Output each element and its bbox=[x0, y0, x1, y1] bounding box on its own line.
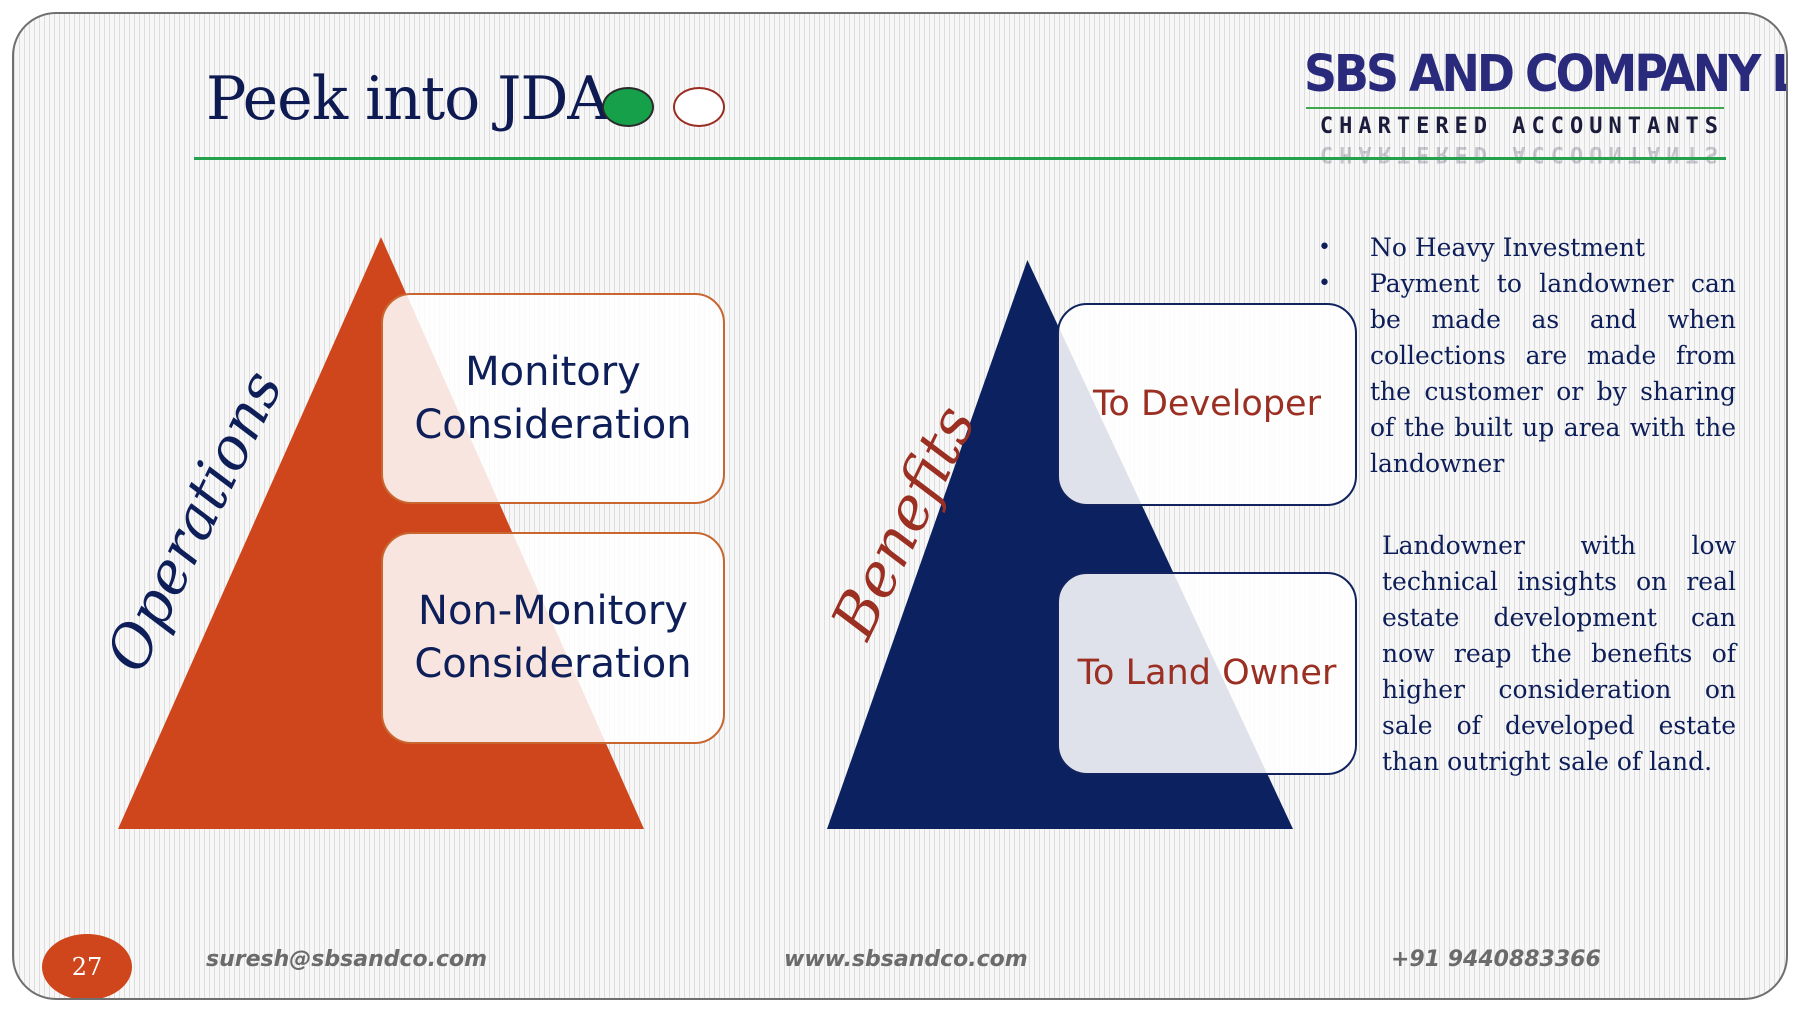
slide-frame: Peek into JDA SBS AND COMPANY LLP CHARTE… bbox=[12, 12, 1788, 1000]
footer-email-link[interactable]: suresh@sbsandco.com bbox=[206, 947, 488, 972]
monitory-consideration-box: Monitory Consideration bbox=[381, 293, 725, 504]
company-logo: SBS AND COMPANY LLP CHARTERED ACCOUNTANT… bbox=[1304, 45, 1786, 185]
to-developer-text: To Developer bbox=[1093, 383, 1321, 424]
to-land-owner-box: To Land Owner bbox=[1057, 572, 1357, 775]
page-number-badge: 27 bbox=[42, 934, 132, 998]
status-dot-filled bbox=[602, 87, 654, 127]
title-underline bbox=[194, 157, 1726, 160]
list-item: Payment to landowner can be made as and … bbox=[1318, 266, 1736, 482]
footer-website-link[interactable]: www.sbsandco.com bbox=[784, 947, 1028, 972]
company-tagline: CHARTERED ACCOUNTANTS bbox=[1319, 114, 1724, 139]
company-name: SBS AND COMPANY LLP bbox=[1304, 45, 1786, 104]
footer-phone: +91 9440883366 bbox=[1391, 947, 1601, 972]
page-number: 27 bbox=[71, 953, 103, 981]
slide-title: Peek into JDA bbox=[206, 64, 611, 134]
non-monitory-consideration-text: Non-Monitory Consideration bbox=[414, 588, 692, 687]
list-item: No Heavy Investment bbox=[1318, 230, 1736, 266]
non-monitory-consideration-box: Non-Monitory Consideration bbox=[381, 532, 725, 744]
to-land-owner-text: To Land Owner bbox=[1077, 652, 1337, 693]
developer-benefits-list: No Heavy Investment Payment to landowner… bbox=[1318, 230, 1736, 482]
company-tagline-reflection: CHARTERED ACCOUNTANTS bbox=[1319, 141, 1724, 166]
monitory-consideration-text: Monitory Consideration bbox=[414, 348, 692, 448]
status-dot-hollow bbox=[673, 87, 725, 127]
logo-divider bbox=[1306, 107, 1724, 109]
landowner-benefits-text: Landowner with low technical insights on… bbox=[1382, 531, 1736, 776]
to-developer-box: To Developer bbox=[1057, 303, 1357, 506]
